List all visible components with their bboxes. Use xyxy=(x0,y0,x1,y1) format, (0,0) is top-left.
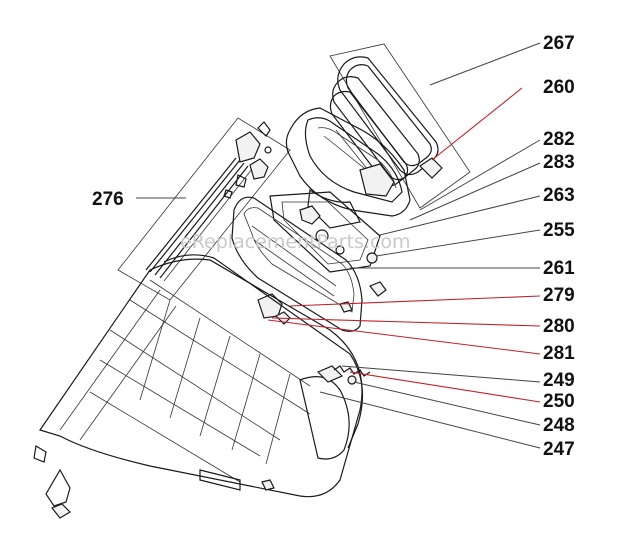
callout-282: 282 xyxy=(543,129,575,150)
fan-housing xyxy=(285,107,411,229)
part-276-assembly xyxy=(117,117,291,301)
callout-labels: 267 260 282 283 263 255 261 279 280 281 … xyxy=(92,33,575,460)
callout-261: 261 xyxy=(543,258,575,279)
callout-260: 260 xyxy=(543,77,575,98)
leader-263 xyxy=(379,195,541,236)
watermark: eReplacementParts.com xyxy=(180,231,411,253)
leader-248 xyxy=(353,381,541,426)
leader-282 xyxy=(419,139,541,211)
small-parts xyxy=(257,252,387,325)
leader-250 xyxy=(349,371,541,403)
leader-283 xyxy=(409,162,541,221)
leader-260 xyxy=(431,87,523,161)
spring-249 xyxy=(333,365,371,385)
leader-281 xyxy=(267,319,541,355)
main-body xyxy=(33,254,364,519)
leader-249 xyxy=(341,365,541,383)
callout-255: 255 xyxy=(543,220,575,241)
leader-279 xyxy=(289,295,541,307)
motor-bracket xyxy=(269,191,381,273)
leader-280 xyxy=(271,317,541,327)
callout-247: 247 xyxy=(543,439,575,460)
callout-279: 279 xyxy=(543,285,575,306)
callout-280: 280 xyxy=(543,316,575,337)
callout-250: 250 xyxy=(543,391,575,412)
part-261-frame xyxy=(231,196,363,332)
leader-lines xyxy=(136,42,541,449)
callout-263: 263 xyxy=(543,185,575,206)
callout-276: 276 xyxy=(92,189,124,210)
callout-249: 249 xyxy=(543,370,575,391)
callout-283: 283 xyxy=(543,152,575,173)
leader-267 xyxy=(429,42,541,86)
leader-247 xyxy=(319,391,541,449)
callout-248: 248 xyxy=(543,415,575,436)
leader-255 xyxy=(375,229,541,257)
callout-281: 281 xyxy=(543,343,575,364)
callout-267: 267 xyxy=(543,33,575,54)
part-267-filter-set xyxy=(329,43,471,209)
